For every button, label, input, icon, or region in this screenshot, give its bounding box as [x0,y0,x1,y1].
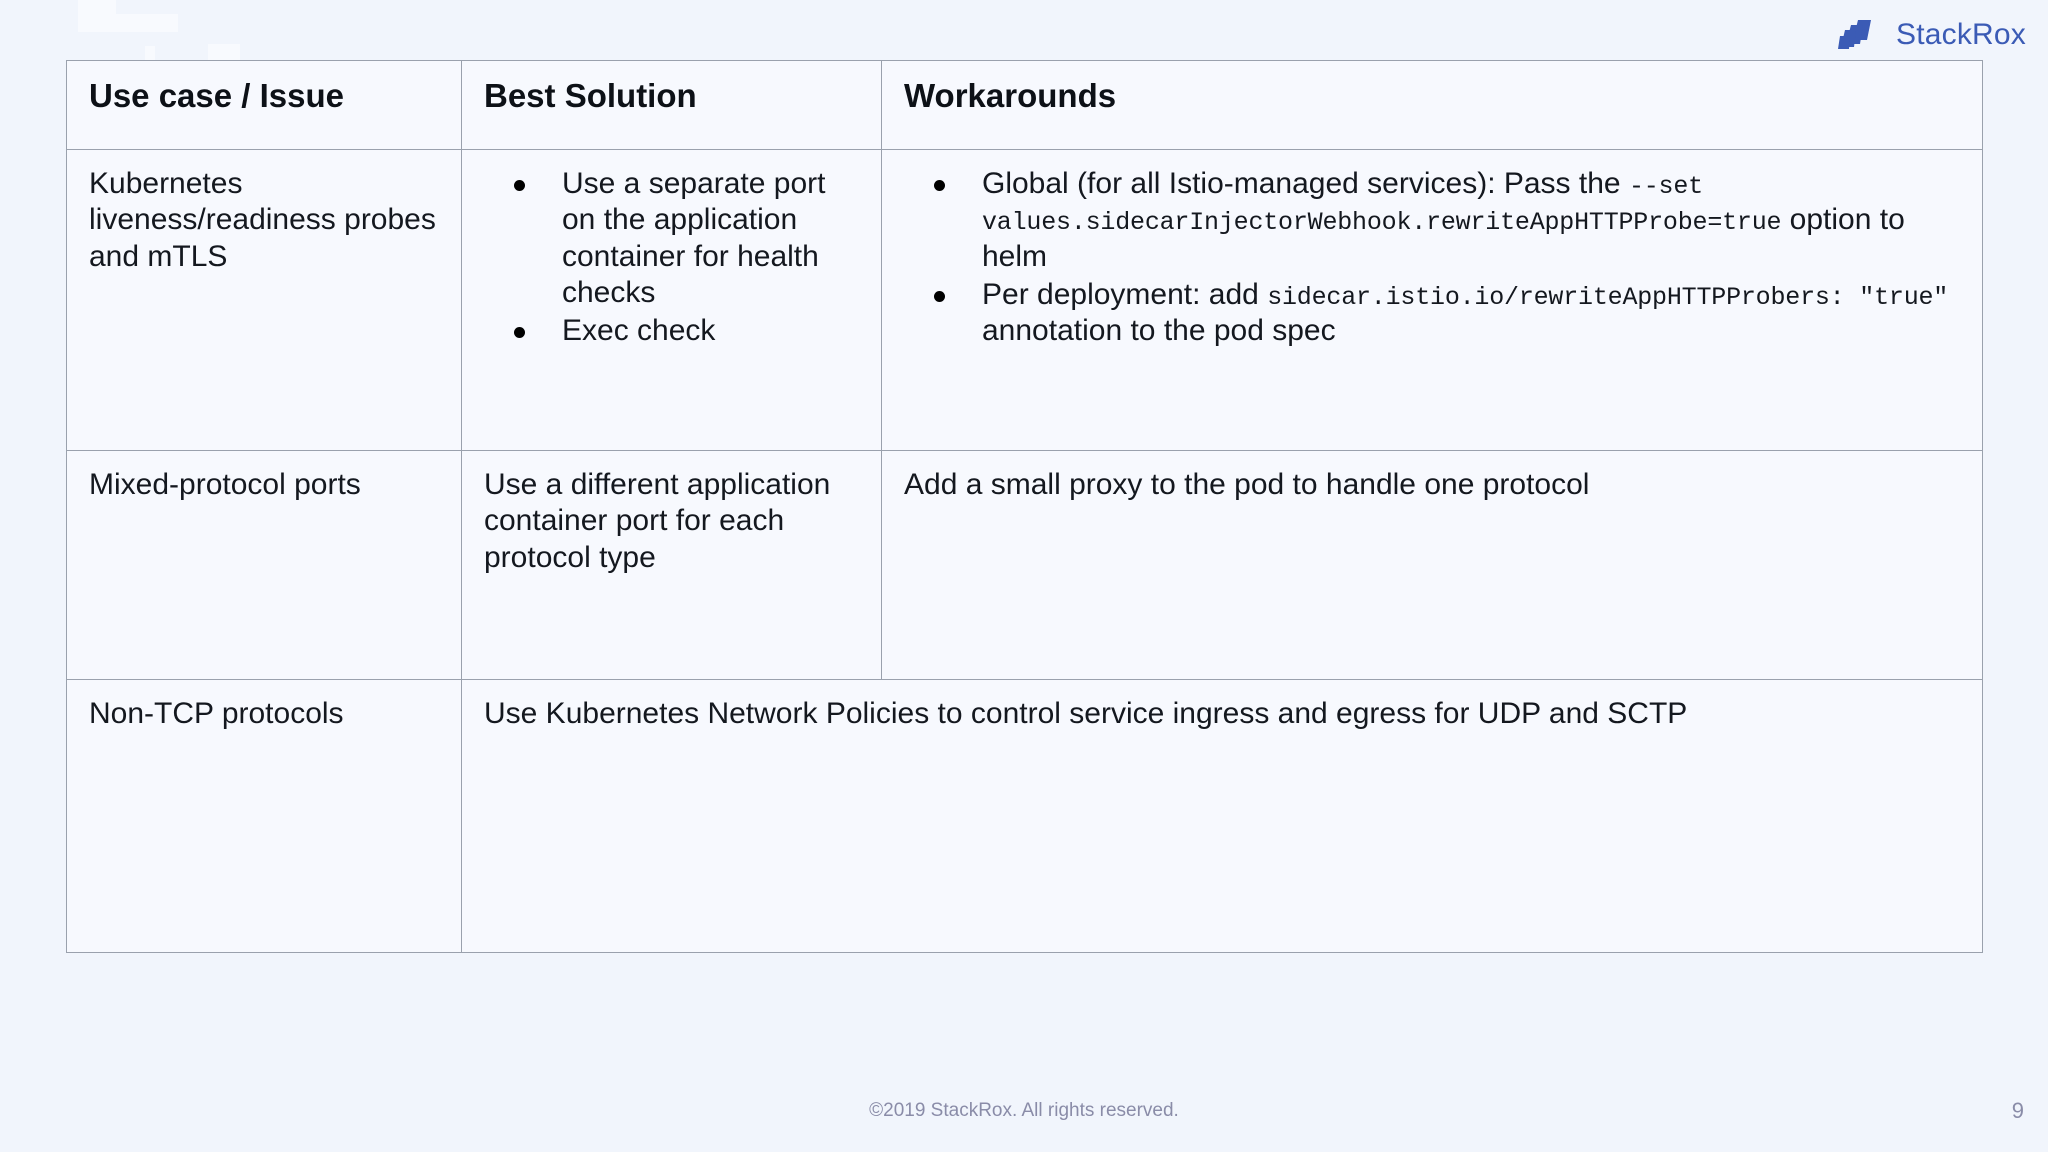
table-row: Mixed-protocol ports Use a different app… [66,450,1983,680]
column-header-best-solution: Best Solution [461,60,882,150]
footer-copyright: ©2019 StackRox. All rights reserved. [869,1100,1179,1121]
background-artifact [78,0,116,32]
solutions-table: Use case / Issue Best Solution Workaroun… [66,60,1983,953]
list-item: Exec check [484,313,859,349]
column-header-use-case: Use case / Issue [66,60,462,150]
table-header-row: Use case / Issue Best Solution Workaroun… [66,60,1983,150]
brand-name: StackRox [1896,18,2026,51]
cell-workarounds: Global (for all Istio-managed services):… [881,149,1983,451]
cell-use-case: Mixed-protocol ports [66,450,462,680]
background-artifact [208,44,240,60]
stackrox-stacked-cards-icon [1838,18,1884,52]
cell-best-solution: Use a different application container po… [461,450,882,680]
background-artifact [145,46,155,60]
table-row: Non-TCP protocols Use Kubernetes Network… [66,679,1983,953]
cell-merged-solution: Use Kubernetes Network Policies to contr… [461,679,1983,953]
background-artifact [110,14,178,32]
page-number: 9 [2011,1098,2024,1123]
cell-workarounds: Add a small proxy to the pod to handle o… [881,450,1983,680]
list-item: Global (for all Istio-managed services):… [904,166,1960,275]
table-row: Kubernetes liveness/readiness probes and… [66,149,1983,451]
column-header-workarounds: Workarounds [881,60,1983,150]
best-solution-bullet-list: Use a separate port on the application c… [484,166,859,349]
cell-use-case: Non-TCP protocols [66,679,462,953]
cell-use-case: Kubernetes liveness/readiness probes and… [66,149,462,451]
stackrox-logo: StackRox [1838,18,2026,52]
workaround-bullet-list: Global (for all Istio-managed services):… [904,166,1960,349]
list-item: Use a separate port on the application c… [484,166,859,311]
list-item: Per deployment: add sidecar.istio.io/rew… [904,277,1960,350]
cell-best-solution: Use a separate port on the application c… [461,149,882,451]
